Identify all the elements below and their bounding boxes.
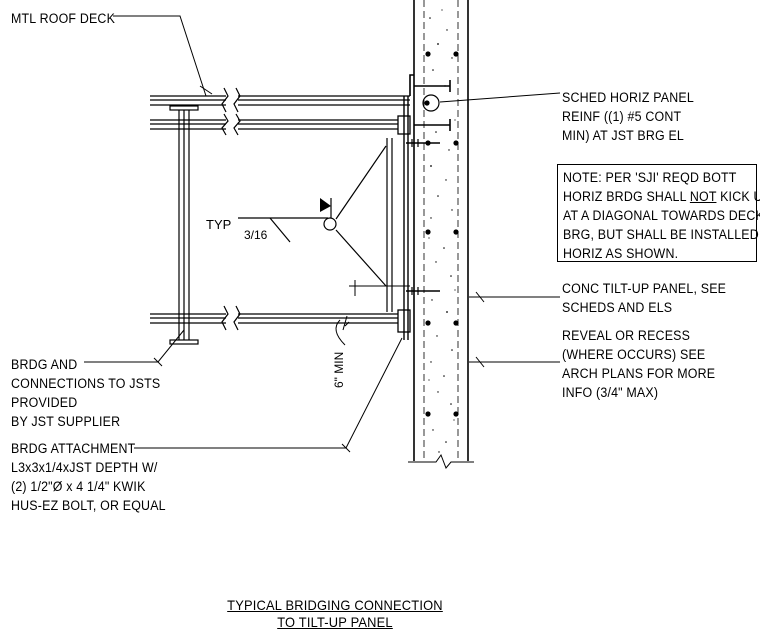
detail-title-line-2: TO TILT-UP PANEL xyxy=(277,614,393,630)
bridging-angle xyxy=(169,105,199,345)
sji-note-box: NOTE: PER 'SJI' REQD BOTT HORIZ BRDG SHA… xyxy=(557,164,760,262)
horiz-reinf-label: SCHED HORIZ PANEL REINF ((1) #5 CONT MIN… xyxy=(562,90,694,143)
weld-typ-label: TYP xyxy=(206,217,231,232)
anchor-bolts xyxy=(406,139,440,295)
bottom-chord xyxy=(150,305,398,331)
weld-size-label: 3/16 xyxy=(244,228,268,242)
attachment-angle xyxy=(386,96,409,340)
roof-deck-label: MTL ROOF DECK xyxy=(11,11,116,26)
detail-title-line-1: TYPICAL BRIDGING CONNECTION xyxy=(227,597,443,613)
sji-note-text: NOTE: PER 'SJI' REQD BOTT HORIZ BRDG SHA… xyxy=(563,170,760,261)
concrete-stipple xyxy=(424,9,459,453)
weld-symbol xyxy=(238,145,387,287)
bridging-label: BRDG AND CONNECTIONS TO JSTS PROVIDED BY… xyxy=(11,357,161,429)
roof-deck-bearing-plate xyxy=(409,74,414,96)
attachment-label: BRDG ATTACHMENT L3x3x1/4xJST DEPTH W/ (2… xyxy=(11,441,166,513)
leader-lines xyxy=(84,15,561,453)
min-dimension xyxy=(335,280,410,346)
concrete-panel xyxy=(408,0,474,469)
dim-min-label: 6" MIN xyxy=(332,352,346,388)
tilt-up-label: CONC TILT-UP PANEL, SEE SCHEDS AND ELS xyxy=(562,281,727,315)
top-chord xyxy=(150,87,410,136)
reveal-label: REVEAL OR RECESS (WHERE OCCURS) SEE ARCH… xyxy=(562,328,716,400)
reinf-callout-circle xyxy=(422,94,440,112)
embed-studs xyxy=(414,80,451,131)
